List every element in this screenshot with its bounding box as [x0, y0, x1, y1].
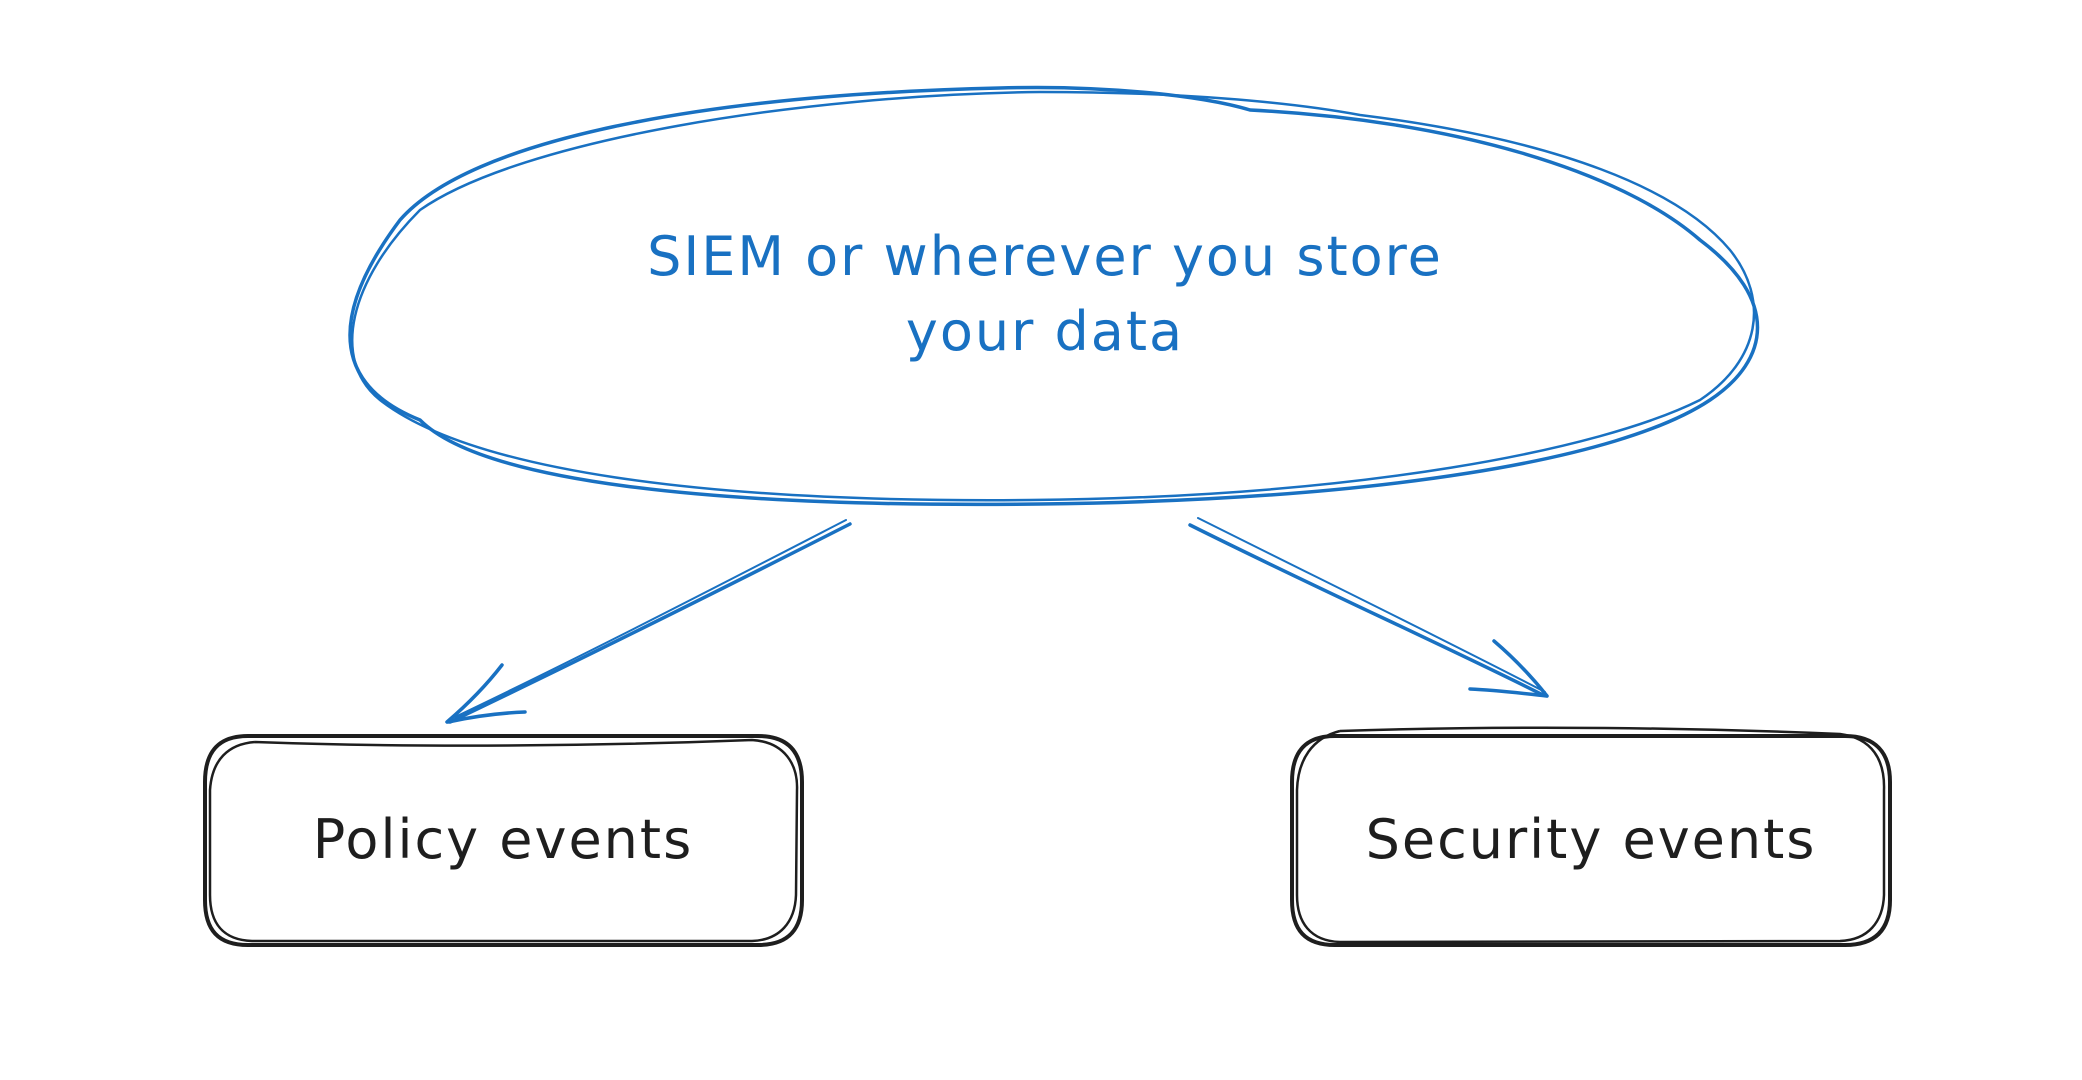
security-node[interactable]: Security events	[1290, 726, 1892, 947]
policy-box-stroke-2	[208, 738, 799, 943]
security-box-stroke-1	[1290, 734, 1892, 947]
edge-storage-to-policy-line-2	[454, 519, 847, 718]
storage-label-line-1: SIEM or wherever you store	[647, 225, 1443, 288]
edge-storage-to-policy-line	[448, 522, 852, 724]
edge-storage-to-security-line-2	[1197, 517, 1546, 693]
edge-storage-to-security-line	[1188, 523, 1545, 697]
storage-node[interactable]: SIEM or wherever you store your data	[348, 85, 1760, 507]
policy-node[interactable]: Policy events	[203, 734, 804, 947]
edge-storage-to-policy-arrowhead	[445, 663, 527, 724]
edge-storage-to-policy	[445, 519, 852, 724]
storage-ellipse-stroke-1	[348, 85, 1760, 507]
edge-storage-to-security	[1188, 517, 1549, 698]
policy-label: Policy events	[313, 808, 693, 871]
storage-ellipse-stroke-2	[350, 90, 1756, 502]
edge-storage-to-security-arrowhead	[1468, 639, 1549, 698]
policy-box-stroke-1	[203, 734, 804, 947]
security-label: Security events	[1366, 808, 1817, 871]
security-box-stroke-2	[1295, 726, 1886, 944]
storage-label-line-2: your data	[906, 300, 1184, 363]
